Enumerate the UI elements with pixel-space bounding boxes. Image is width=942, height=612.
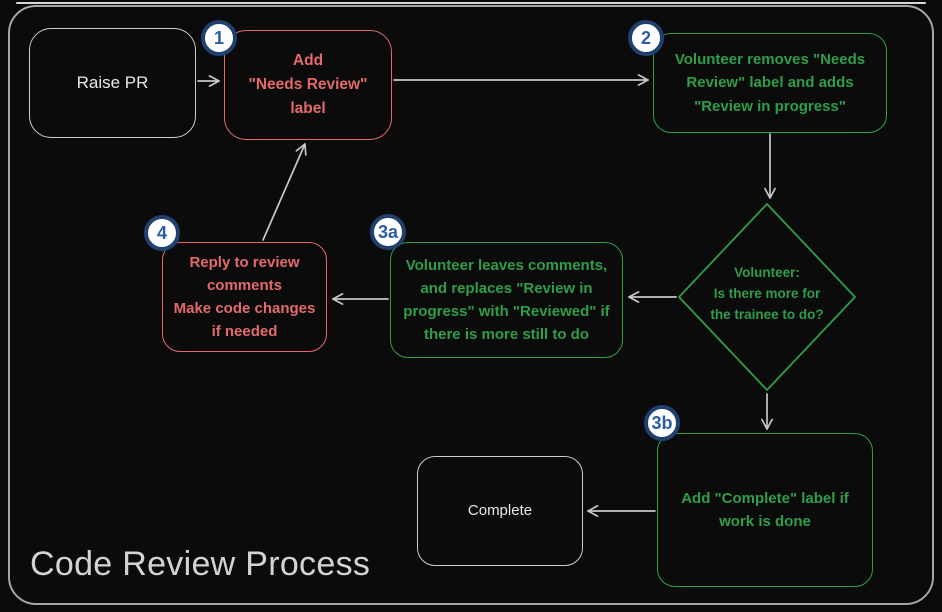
node-add-complete-label-label: Add "Complete" label if work is done	[681, 489, 849, 530]
diagram-title: Code Review Process	[30, 545, 371, 583]
node-volunteer-removes-label: Volunteer removes "Needs Review" label a…	[674, 51, 866, 115]
node-raise-pr: Raise PR	[29, 28, 196, 138]
node-volunteer-leaves-comments: Volunteer leaves comments, and replaces …	[390, 242, 623, 358]
node-reply-to-comments: Reply to review comments Make code chang…	[162, 242, 327, 352]
arrow-step4-to-step1	[262, 143, 307, 241]
node-complete: Complete	[417, 456, 583, 566]
node-volunteer-removes: Volunteer removes "Needs Review" label a…	[653, 33, 887, 133]
step-badge-4: 4	[144, 215, 180, 251]
arrow-step3a-to-step4	[332, 293, 389, 305]
node-add-needs-review: Add "Needs Review" label	[224, 30, 392, 140]
node-reply-to-comments-label: Reply to review comments Make code chang…	[173, 253, 316, 341]
diagram-frame	[8, 5, 934, 605]
step-badge-3a: 3a	[370, 214, 406, 250]
step-badge-1: 1	[201, 20, 237, 56]
arrow-step3b-to-complete	[587, 505, 656, 517]
node-complete-label: Complete	[467, 502, 533, 520]
node-add-complete-label: Add "Complete" label if work is done	[657, 433, 873, 587]
step-badge-3b: 3b	[644, 405, 680, 441]
decision-diamond-label: Volunteer: Is there more for the trainee…	[710, 265, 824, 322]
arrow-step2-to-decision	[764, 133, 776, 199]
arrow-decision-to-step3a	[628, 291, 677, 303]
step-badge-2: 2	[628, 20, 664, 56]
node-volunteer-leaves-comments-label: Volunteer leaves comments, and replaces …	[403, 256, 610, 344]
node-raise-pr-label: Raise PR	[76, 72, 149, 92]
decision-diamond-shape	[678, 203, 856, 391]
arrow-raisepr-to-step1	[197, 75, 220, 87]
arrow-decision-to-step3b	[761, 393, 773, 430]
arrow-step1-to-step2	[393, 74, 649, 86]
page-top-edge	[16, 2, 926, 4]
node-add-needs-review-label: Add "Needs Review" label	[248, 51, 368, 117]
